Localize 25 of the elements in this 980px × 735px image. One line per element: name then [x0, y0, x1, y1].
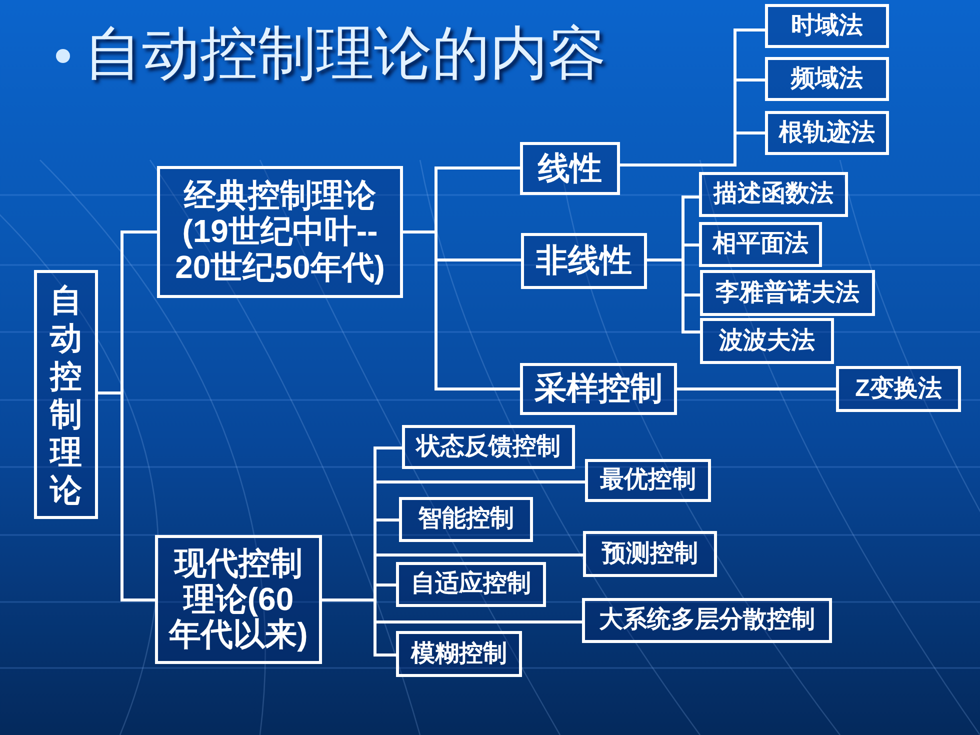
connector-line — [677, 388, 836, 390]
topic-box: 线性 — [520, 142, 620, 195]
topic-box: 现代控制理论(60年代以来) — [155, 535, 322, 664]
method-box: 相平面法 — [699, 222, 822, 267]
method-box: 根轨迹法 — [765, 111, 889, 155]
method-box: 状态反馈控制 — [402, 425, 575, 469]
method-box: 频域法 — [765, 57, 889, 101]
connector-line — [620, 132, 765, 166]
method-box: 波波夫法 — [700, 318, 834, 364]
method-box: 智能控制 — [399, 497, 533, 542]
slide-title: 自动控制理论的内容 — [84, 18, 606, 88]
method-box: 描述函数法 — [699, 172, 848, 217]
method-box: Z变换法 — [836, 366, 961, 412]
method-box: 自适应控制 — [396, 562, 546, 607]
method-box: 李雅普诺夫法 — [700, 270, 875, 316]
method-box: 最优控制 — [585, 459, 711, 502]
topic-box: 经典控制理论(19世纪中叶--20世纪50年代) — [157, 166, 403, 298]
topic-box: 采样控制 — [520, 363, 677, 415]
connector-line — [403, 230, 520, 390]
root-topic-box: 自动控制理论 — [34, 270, 98, 519]
topic-box: 非线性 — [521, 233, 647, 289]
method-box: 模糊控制 — [396, 631, 522, 677]
method-box: 大系统多层分散控制 — [582, 598, 832, 643]
method-box: 时域法 — [765, 4, 889, 48]
method-box: 预测控制 — [583, 531, 717, 577]
